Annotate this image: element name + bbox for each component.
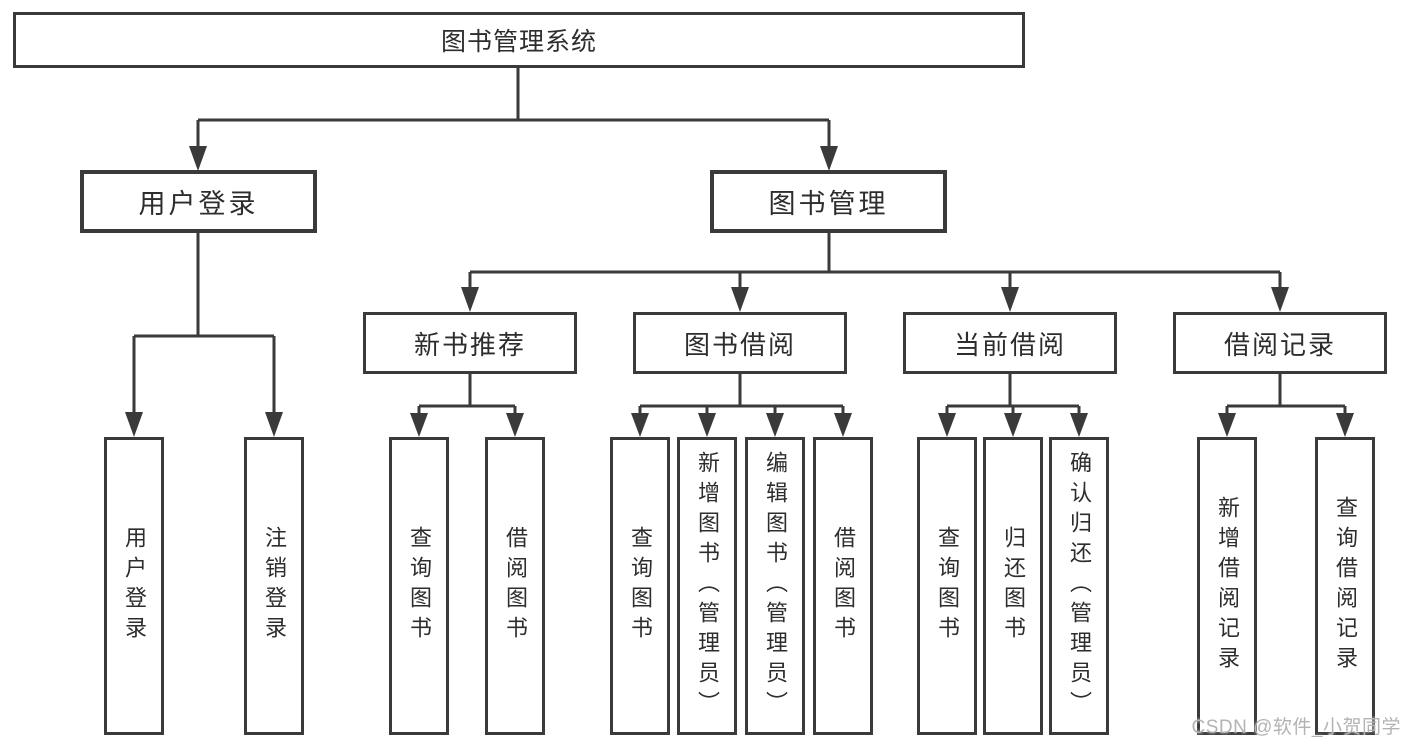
leaf-records-add: 新增借阅记录 [1197, 437, 1257, 735]
arrowhead-borrow-records [1271, 287, 1289, 312]
node-new-book-recommend: 新书推荐 [363, 312, 577, 374]
leaf-records-query: 查询借阅记录 [1315, 437, 1375, 735]
arrowhead-new-book [461, 287, 479, 312]
leaf-borrow-query: 查询图书 [610, 437, 670, 735]
arrowhead-newbook-query [410, 413, 428, 437]
leaf-borrow-add-admin: 新增图书（管理员） [677, 437, 737, 735]
node-borrow-records: 借阅记录 [1173, 312, 1387, 374]
arrowhead-book-management [820, 146, 838, 171]
node-user-login: 用户登录 [80, 170, 317, 233]
leaf-records-query-label: 查询借阅记录 [1333, 496, 1358, 676]
node-book-borrow-label: 图书借阅 [683, 329, 796, 360]
arrowhead-borrow-borrow [834, 413, 852, 437]
leaf-borrow-edit-admin: 编辑图书（管理员） [745, 437, 805, 735]
leaf-borrow-edit-admin-label: 编辑图书（管理员） [763, 451, 788, 721]
connector-newbook-subtree [410, 374, 524, 437]
arrowhead-current-confirm [1070, 413, 1088, 437]
arrowhead-current-borrow [1001, 287, 1019, 312]
leaf-user-login-label: 用户登录 [122, 526, 147, 646]
leaf-current-query: 查询图书 [917, 437, 977, 735]
leaf-newbook-borrow: 借阅图书 [485, 437, 545, 735]
node-current-borrow-label: 当前借阅 [953, 329, 1066, 360]
arrowhead-records-query [1336, 413, 1354, 437]
arrowhead-leaf-logout [265, 412, 283, 437]
connector-current-subtree [938, 374, 1088, 437]
leaf-user-login: 用户登录 [104, 437, 164, 735]
connector-login-subtree [125, 233, 283, 437]
node-book-management: 图书管理 [710, 170, 947, 233]
connector-root-to-level2 [189, 68, 838, 171]
leaf-newbook-query-label: 查询图书 [407, 526, 432, 646]
node-root-label: 图书管理系统 [440, 28, 597, 56]
node-user-login-label: 用户登录 [138, 189, 259, 219]
leaf-current-return-label: 归还图书 [1001, 526, 1026, 646]
leaf-newbook-borrow-label: 借阅图书 [503, 526, 528, 646]
leaf-newbook-query: 查询图书 [389, 437, 449, 735]
leaf-borrow-borrow-label: 借阅图书 [831, 526, 856, 646]
leaf-logout-label: 注销登录 [262, 526, 287, 646]
node-new-book-recommend-label: 新书推荐 [413, 329, 526, 360]
leaf-current-return: 归还图书 [983, 437, 1043, 735]
arrowhead-user-login [189, 146, 207, 171]
node-root: 图书管理系统 [13, 12, 1025, 68]
arrowhead-records-add [1218, 413, 1236, 437]
node-book-management-label: 图书管理 [768, 189, 889, 219]
leaf-borrow-add-admin-label: 新增图书（管理员） [695, 451, 720, 721]
leaf-current-confirm-admin-label: 确认归还（管理员） [1067, 451, 1092, 721]
arrowhead-borrow-edit [766, 413, 784, 437]
connector-borrow-subtree [631, 374, 852, 437]
arrowhead-current-query [938, 413, 956, 437]
leaf-current-query-label: 查询图书 [935, 526, 960, 646]
leaf-current-confirm-admin: 确认归还（管理员） [1049, 437, 1109, 735]
node-book-borrow: 图书借阅 [633, 312, 847, 374]
node-borrow-records-label: 借阅记录 [1223, 329, 1336, 360]
arrowhead-borrow-query [631, 413, 649, 437]
leaf-records-add-label: 新增借阅记录 [1215, 496, 1240, 676]
leaf-borrow-query-label: 查询图书 [628, 526, 653, 646]
arrowhead-newbook-borrow [506, 413, 524, 437]
arrowhead-leaf-user-login [125, 412, 143, 437]
arrowhead-book-borrow [731, 287, 749, 312]
arrowhead-borrow-add [698, 413, 716, 437]
csdn-watermark: CSDN @软件_小贺同学 [1191, 717, 1401, 738]
leaf-logout: 注销登录 [244, 437, 304, 735]
node-current-borrow: 当前借阅 [903, 312, 1117, 374]
connector-records-subtree [1218, 374, 1354, 437]
arrowhead-current-return [1004, 413, 1022, 437]
connector-management-to-level3 [461, 233, 1289, 312]
leaf-borrow-borrow: 借阅图书 [813, 437, 873, 735]
